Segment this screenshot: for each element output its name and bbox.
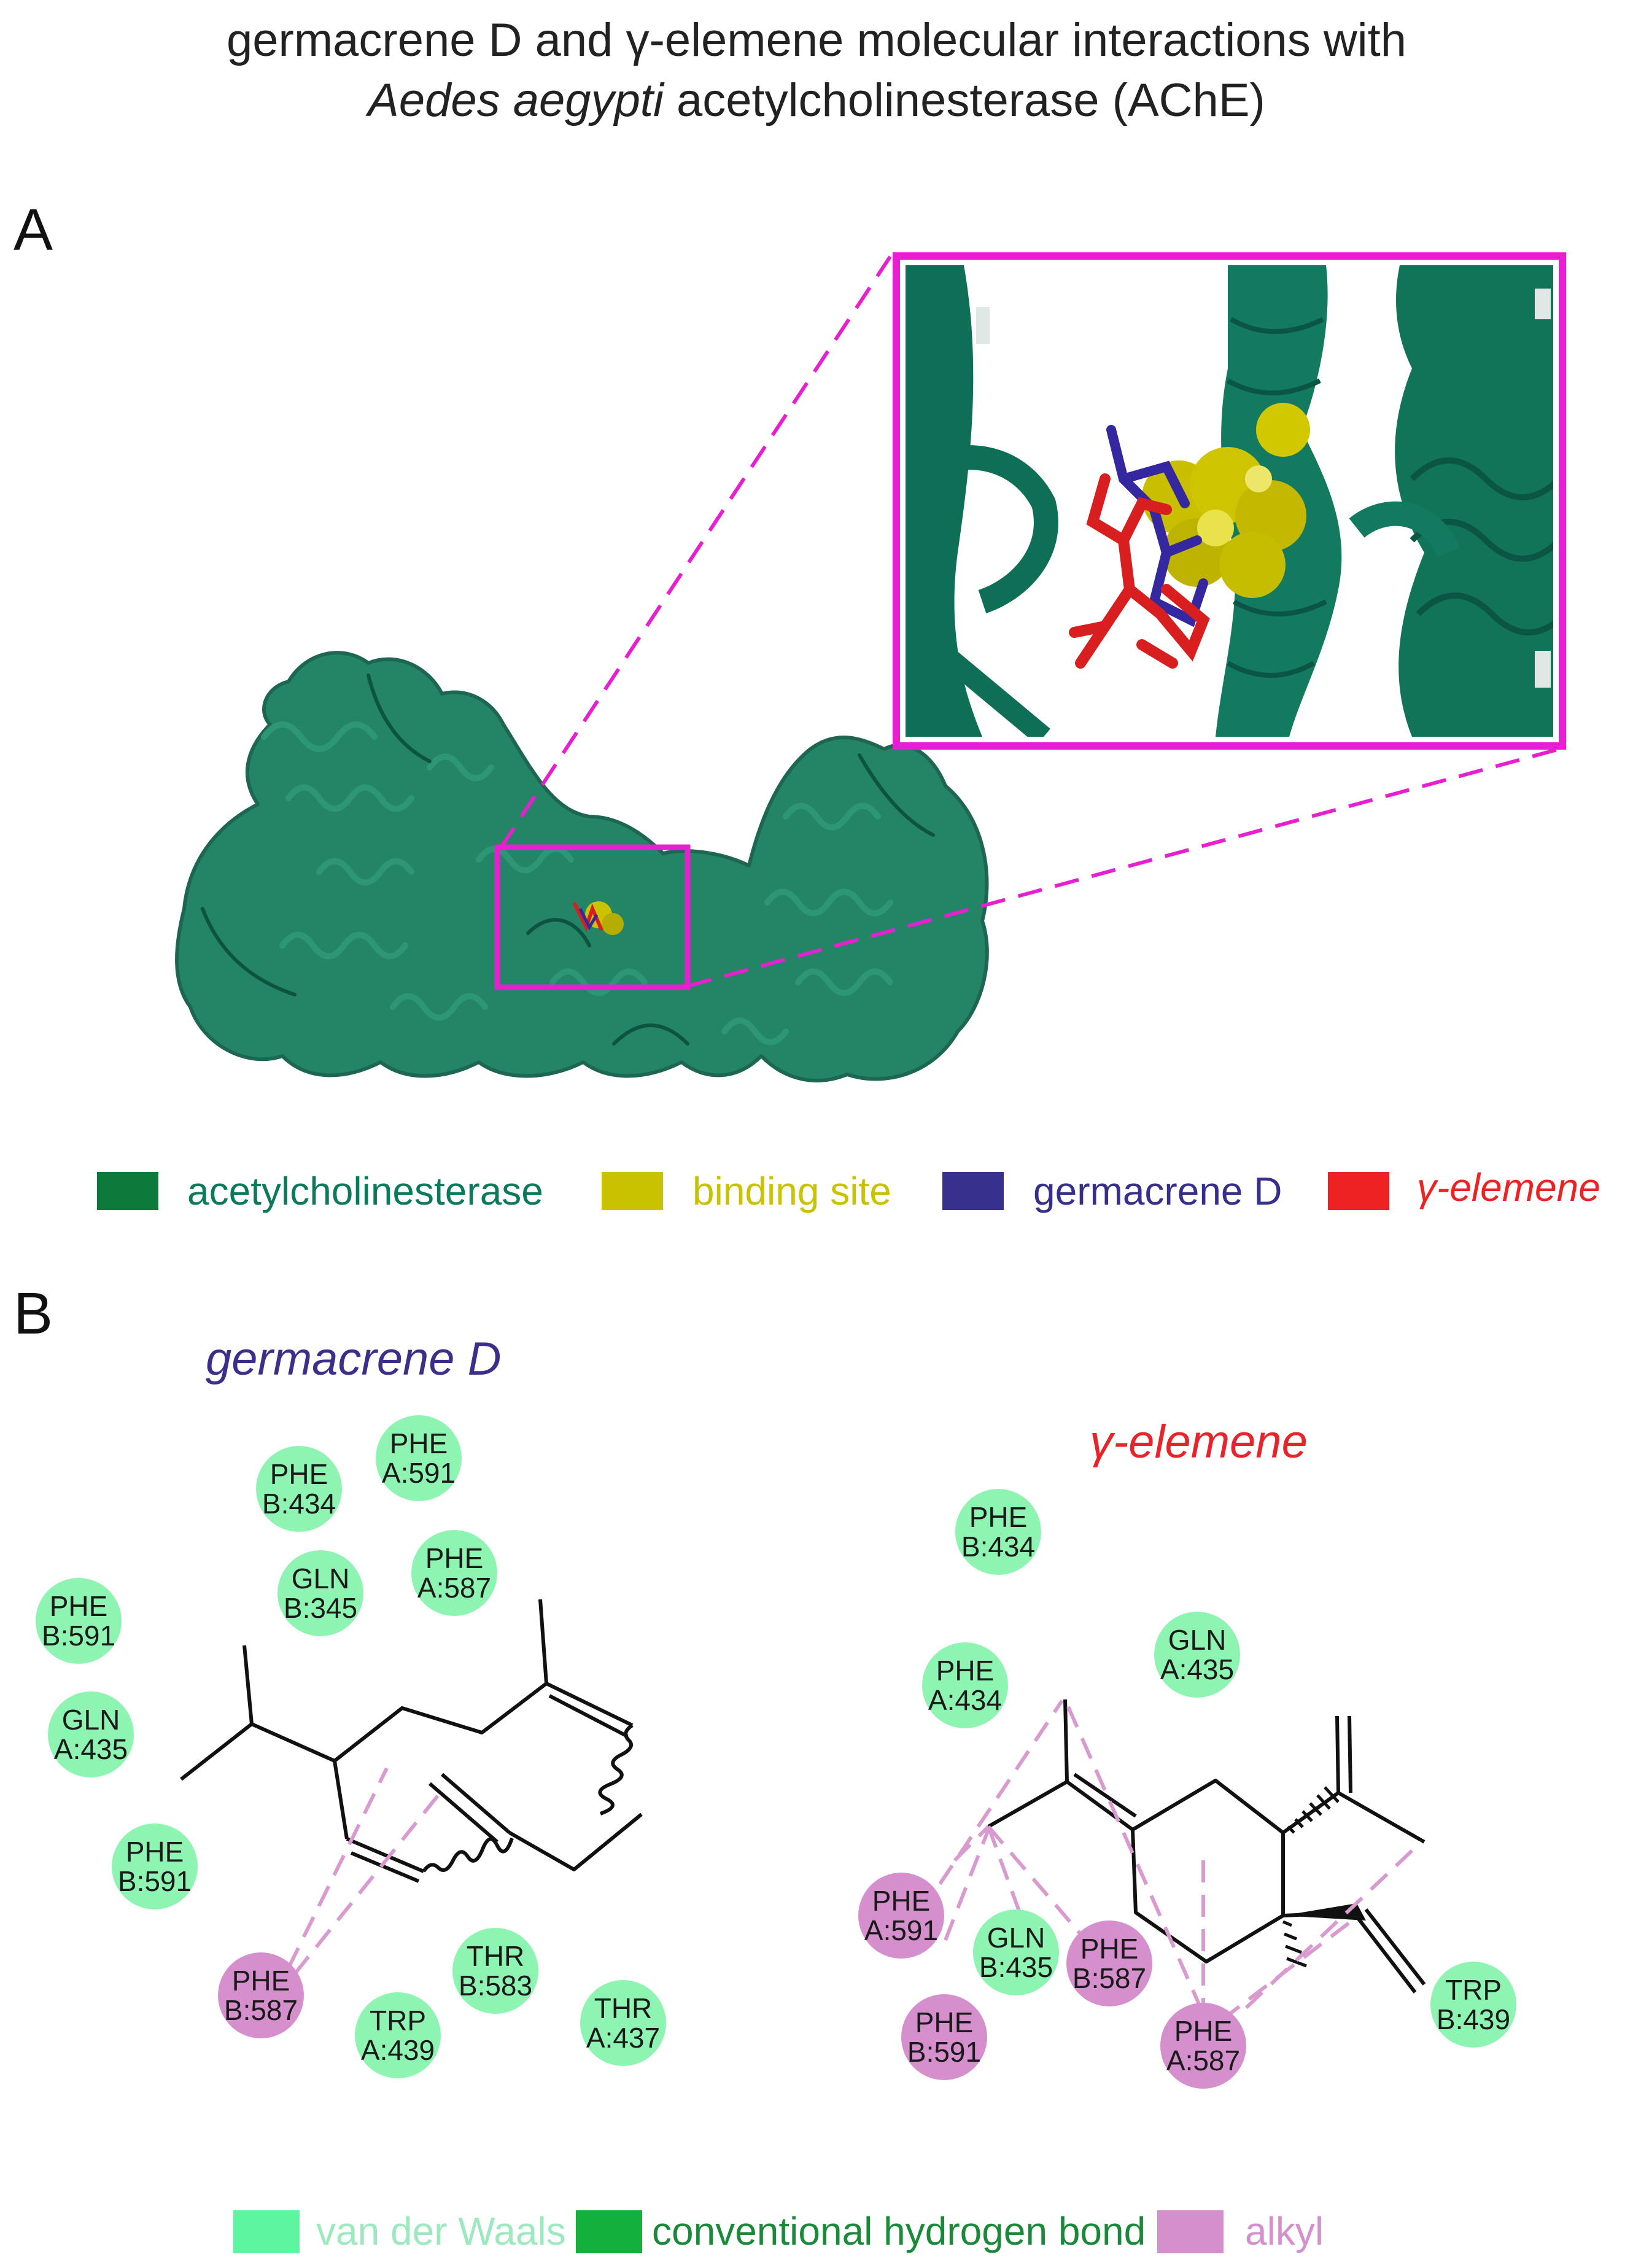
legend-swatch-alkyl [1157, 2210, 1224, 2253]
title-species: Aedes aegypti [368, 74, 664, 126]
title-text-1: germacrene D and [226, 14, 626, 66]
gamma-elemene-sticks [1069, 473, 1210, 669]
zoom-connector-top [498, 255, 892, 850]
binding-site-spheres [1142, 403, 1310, 598]
elemene-alkyl-interactions [919, 1699, 1423, 2022]
title-text-2: -elemene molecular interactions with [649, 14, 1407, 66]
title-gamma: γ [626, 14, 650, 66]
legend-swatch-germacrene [942, 1172, 1004, 1210]
gamma-elemene-title: γ-elemene [1090, 1416, 1308, 1468]
legend-label-binding-site: binding site [692, 1169, 891, 1213]
legend-label-protein: acetylcholinesterase [187, 1169, 543, 1213]
germacrene-d-structure [180, 1599, 643, 1883]
legend-swatch-vdw [233, 2210, 300, 2253]
germacrene-alkyl-interactions [287, 1767, 447, 1975]
title-enzyme: acetylcholinesterase (AChE) [663, 74, 1265, 126]
binding-site-marker [572, 901, 624, 935]
legend-label-elemene: γ-elemene [1417, 1165, 1600, 1210]
legend-swatch-binding-site [602, 1172, 663, 1210]
protein-ribbon [175, 651, 989, 1082]
figure-title-line1: germacrene D and γ-elemene molecular int… [0, 14, 1633, 67]
germacrene-d-title: germacrene D [206, 1333, 502, 1385]
legend-label-alkyl: alkyl [1245, 2209, 1324, 2253]
figure-title-line2: Aedes aegypti acetylcholinesterase (AChE… [0, 74, 1633, 127]
gamma-elemene-structure [987, 1699, 1426, 1994]
legend-label-hbond: conventional hydrogen bond [652, 2209, 1146, 2253]
panel-label-a: A [14, 197, 53, 263]
panel-label-b: B [14, 1281, 53, 1346]
legend-swatch-hbond [576, 2210, 642, 2253]
zoom-inset [893, 252, 1566, 750]
highlight-box-inset [893, 252, 1566, 750]
protein-structure-illustration [175, 252, 1566, 1082]
legend-swatch-elemene [1328, 1172, 1389, 1210]
highlight-box-small [494, 844, 691, 990]
legend-swatch-protein [97, 1172, 158, 1210]
legend-label-vdw: van der Waals [316, 2209, 566, 2253]
legend-label-germacrene: germacrene D [1033, 1169, 1282, 1213]
interaction-diagrams [180, 1599, 1426, 2022]
